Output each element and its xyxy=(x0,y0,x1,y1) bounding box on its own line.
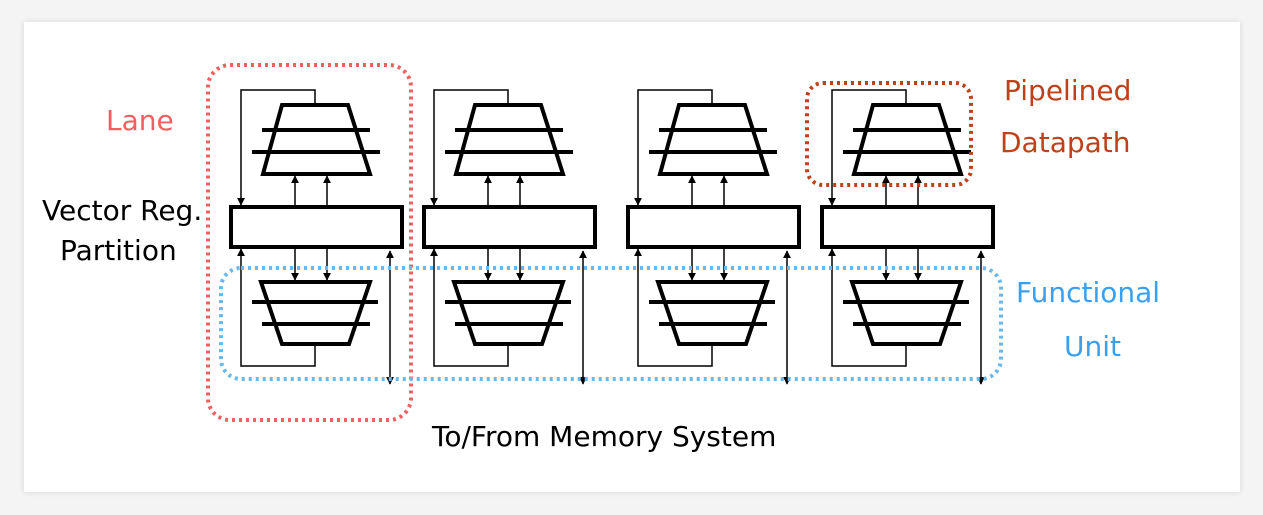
vector-register-partition-4 xyxy=(820,205,995,249)
vector-reg-label-line2: Partition xyxy=(60,234,177,267)
pipelined-label-line2: Datapath xyxy=(1000,126,1131,159)
memory-system-label: To/From Memory System xyxy=(432,420,777,453)
lane-highlight-box xyxy=(206,63,413,422)
functional-unit-lower-3 xyxy=(655,280,770,346)
pipelined-datapath-upper-4 xyxy=(851,103,964,176)
functional-label-line2: Unit xyxy=(1064,330,1121,363)
functional-unit-lower-2 xyxy=(451,280,566,346)
upper-feedback-path-4 xyxy=(828,89,907,206)
lower-feedback-path-2 xyxy=(430,248,509,367)
upper-feedback-path-1 xyxy=(237,89,316,206)
functional-unit-highlight-box xyxy=(219,266,1003,381)
functional-label-line1: Functional xyxy=(1016,276,1161,309)
pipelined-datapath-upper-3 xyxy=(657,103,770,176)
functional-unit-lower-4 xyxy=(849,280,964,346)
lane-label: Lane xyxy=(106,104,174,137)
functional-unit-lower-1 xyxy=(258,280,373,346)
lower-feedback-path-1 xyxy=(237,248,316,367)
pipelined-datapath-highlight-box xyxy=(805,81,973,187)
vector-reg-label-line1: Vector Reg. xyxy=(42,194,203,227)
vector-register-partition-1 xyxy=(229,205,404,249)
pipelined-datapath-upper-1 xyxy=(260,103,373,176)
vector-register-partition-2 xyxy=(422,205,597,249)
upper-feedback-path-2 xyxy=(430,89,509,206)
pipelined-label-line1: Pipelined xyxy=(1004,74,1132,107)
upper-feedback-path-3 xyxy=(634,89,713,206)
pipelined-datapath-upper-2 xyxy=(453,103,566,176)
diagram-card xyxy=(24,22,1240,492)
lower-feedback-path-3 xyxy=(634,248,713,367)
vector-register-partition-3 xyxy=(626,205,801,249)
lower-feedback-path-4 xyxy=(828,248,907,367)
